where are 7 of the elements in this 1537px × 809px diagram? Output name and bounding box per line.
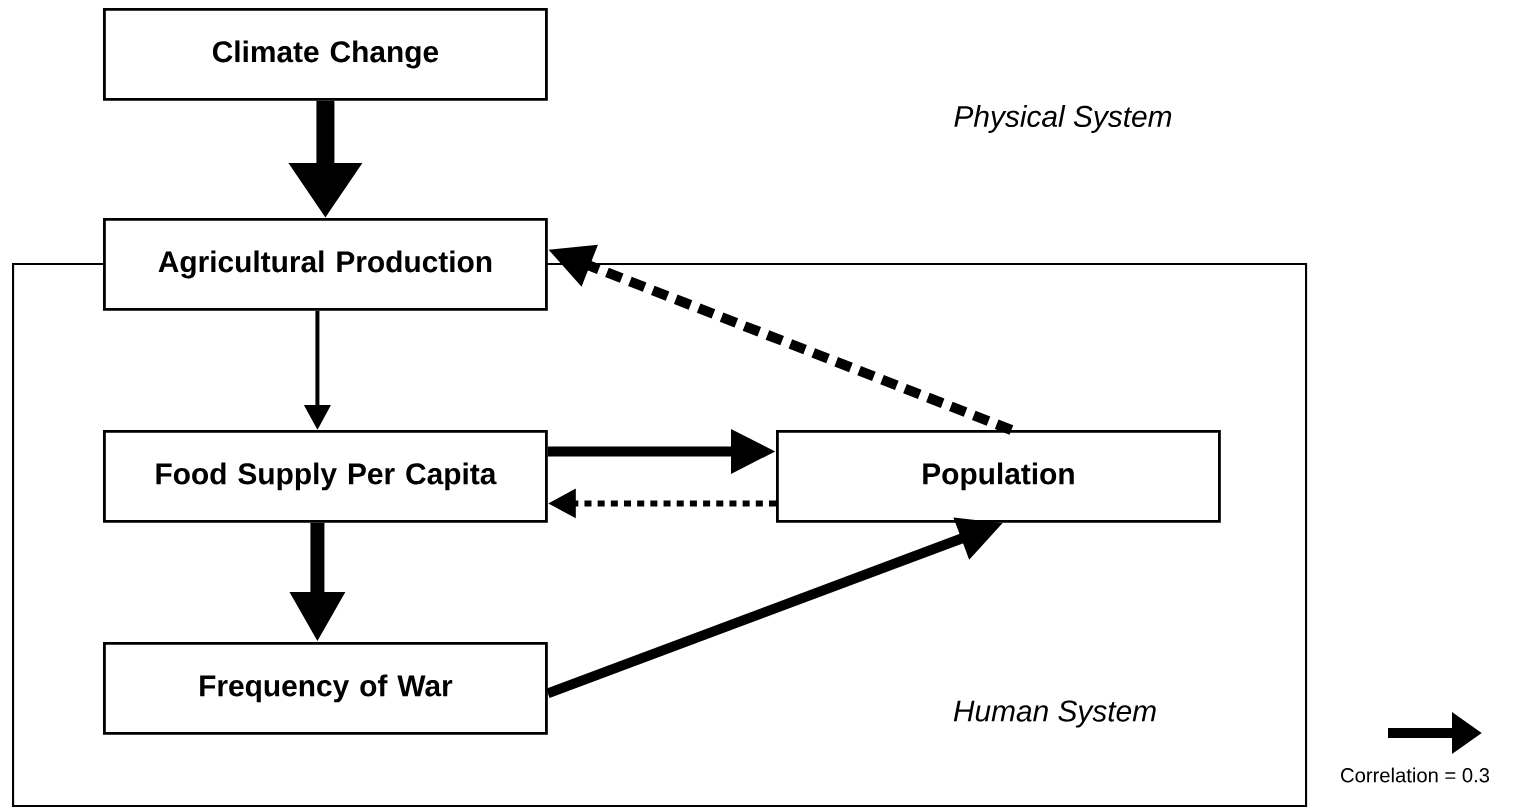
process-box: Food Supply Per Capita (103, 430, 548, 523)
process-box: Agricultural Production (103, 218, 548, 311)
process-box: Frequency of War (103, 642, 548, 735)
process-box: Climate Change (103, 8, 548, 101)
system-label: Physical System (954, 105, 1172, 133)
legend-text: Correlation = 0.3 (1341, 767, 1490, 783)
process-box: Population (776, 430, 1221, 523)
